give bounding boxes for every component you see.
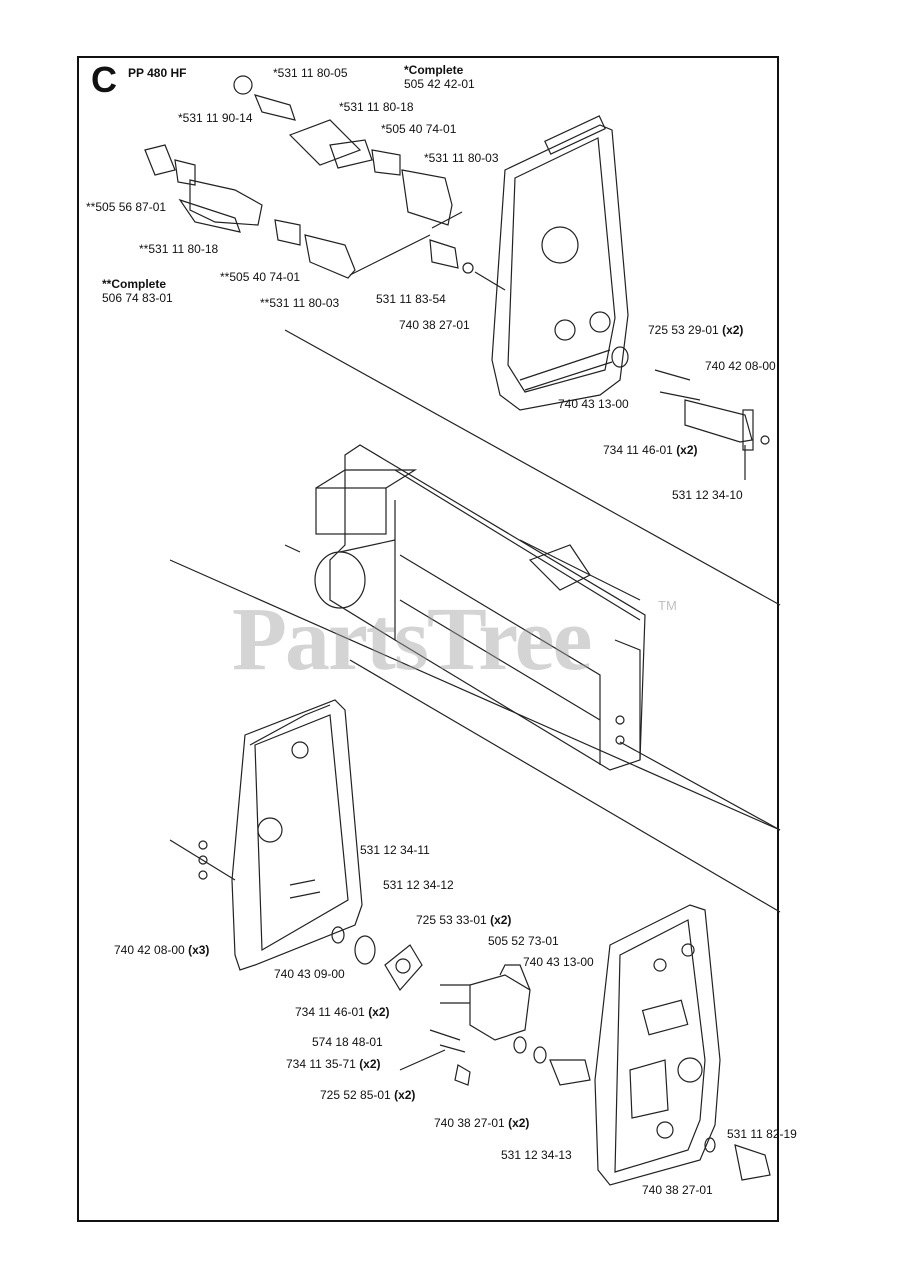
section-letter: C — [91, 59, 117, 100]
part-quantity: (x2) — [359, 1057, 381, 1071]
fittings-group-single — [233, 75, 463, 229]
part-label[interactable]: 574 18 48-01 — [312, 1035, 383, 1049]
part-label[interactable]: *531 11 90-14 — [178, 111, 253, 125]
machine-body — [314, 444, 646, 771]
part-label[interactable]: 531 11 83-54 — [376, 292, 446, 306]
part-label[interactable]: **505 40 74-01 — [220, 270, 301, 284]
guide-line-1 — [284, 329, 781, 606]
part-label[interactable]: *531 11 80-03 — [424, 151, 499, 165]
partstree-watermark: PartsTree — [232, 590, 592, 689]
part-label[interactable]: 740 38 27-01 — [642, 1183, 713, 1197]
guide-line-4 — [619, 741, 781, 831]
part-label-qty[interactable]: 725 52 85-01 (x2) — [320, 1088, 415, 1102]
part-label[interactable]: 531 12 34-11 — [360, 843, 430, 857]
part-number: 734 11 35-71 — [286, 1057, 356, 1071]
part-label[interactable]: 531 11 82-19 — [727, 1127, 797, 1141]
bracket-top-right — [611, 346, 770, 480]
bottom-centre-parts — [331, 926, 591, 1086]
part-label[interactable]: 740 42 08-00 — [705, 359, 776, 373]
part-label[interactable]: 531 12 34-12 — [383, 878, 454, 892]
part-label[interactable]: 505 52 73-01 — [488, 934, 559, 948]
complete-double-note: **Complete 506 74 83-01 — [102, 277, 173, 305]
part-number: 740 42 08-00 — [114, 943, 185, 957]
fittings-group-double — [144, 144, 506, 291]
part-quantity: (x2) — [508, 1116, 530, 1130]
trademark-mark: TM — [658, 598, 677, 613]
part-label[interactable]: *531 11 80-18 — [339, 100, 414, 114]
part-label[interactable]: *531 11 80-05 — [273, 66, 348, 80]
part-label-qty[interactable]: 740 42 08-00 (x3) — [114, 943, 209, 957]
part-label[interactable]: 531 12 34-10 — [672, 488, 743, 502]
complete-double-number: 506 74 83-01 — [102, 291, 173, 305]
part-number: 725 53 33-01 — [416, 913, 487, 927]
part-quantity: (x2) — [368, 1005, 390, 1019]
guide-line-2 — [169, 559, 781, 831]
part-label-qty[interactable]: 734 11 46-01 (x2) — [295, 1005, 390, 1019]
part-quantity: (x2) — [676, 443, 698, 457]
diagram-frame — [77, 56, 779, 1222]
part-label[interactable]: *505 40 74-01 — [381, 122, 457, 136]
guide-line-5 — [349, 659, 781, 913]
part-number: 740 38 27-01 — [434, 1116, 505, 1130]
complete-single-note: *Complete 505 42 42-01 — [404, 63, 475, 91]
part-quantity: (x3) — [188, 943, 210, 957]
guide-line-3 — [284, 544, 301, 553]
part-label-qty[interactable]: 734 11 35-71 (x2) — [286, 1057, 381, 1071]
part-label-qty[interactable]: 725 53 33-01 (x2) — [416, 913, 511, 927]
part-quantity: (x2) — [722, 323, 744, 337]
part-number: 734 11 46-01 — [603, 443, 673, 457]
complete-single-number: 505 42 42-01 — [404, 77, 475, 91]
part-label[interactable]: **505 56 87-01 — [86, 200, 167, 214]
part-quantity: (x2) — [490, 913, 512, 927]
part-quantity: (x2) — [394, 1088, 416, 1102]
part-label[interactable]: 740 38 27-01 — [399, 318, 470, 332]
part-label-qty[interactable]: 725 53 29-01 (x2) — [648, 323, 743, 337]
right-side-plate-bottom — [594, 904, 771, 1186]
part-label-qty[interactable]: 740 38 27-01 (x2) — [434, 1116, 529, 1130]
part-label[interactable]: **531 11 80-03 — [260, 296, 340, 310]
part-number: 725 53 29-01 — [648, 323, 719, 337]
left-side-plate-bottom — [169, 699, 363, 971]
part-label[interactable]: 740 43 13-00 — [523, 955, 594, 969]
complete-single-title: *Complete — [404, 63, 464, 77]
complete-double-title: **Complete — [102, 277, 167, 291]
part-label-qty[interactable]: 734 11 46-01 (x2) — [603, 443, 698, 457]
part-label[interactable]: **531 11 80-18 — [139, 242, 219, 256]
part-label[interactable]: 740 43 09-00 — [274, 967, 345, 981]
part-number: 725 52 85-01 — [320, 1088, 391, 1102]
part-number: 734 11 46-01 — [295, 1005, 365, 1019]
right-side-plate-top — [491, 115, 629, 411]
part-label[interactable]: 740 43 13-00 — [558, 397, 629, 411]
model-name: PP 480 HF — [128, 66, 187, 80]
part-label[interactable]: 531 12 34-13 — [501, 1148, 572, 1162]
